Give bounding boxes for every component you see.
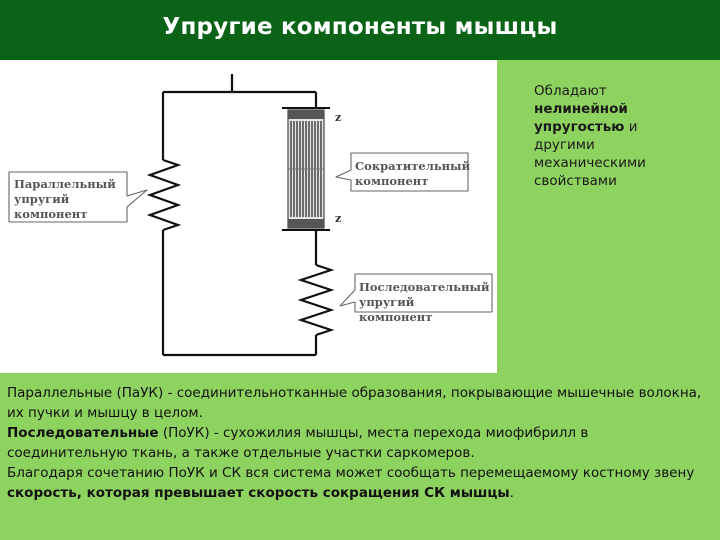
serial-component-label: Последовательный упругий компонент: [359, 280, 490, 324]
serial-callout-box: [339, 273, 493, 313]
parallel-component-label: Параллельный упругий компонент: [14, 177, 116, 221]
parallel-spring: [146, 158, 182, 232]
side-note-line1: Обладают: [534, 83, 607, 99]
paragraph-combined-bold: скорость, которая превышает скорость сок…: [7, 485, 510, 501]
paragraph-parallel-term: Параллельные: [7, 385, 113, 401]
z-line-bottom-label: z: [335, 212, 342, 225]
muscle-model-diagram: z z Параллельный упругий компонент Сокра…: [0, 60, 497, 373]
side-note-bold: нелинейной упругостью: [534, 101, 628, 135]
contractile-callout-box: [335, 152, 469, 192]
contractile-component-label: Сократительный компонент: [355, 159, 471, 188]
serial-spring: [297, 263, 335, 337]
paragraph-serial-text: (ПоУК) - сухожилия мышцы, места перехода…: [7, 425, 589, 461]
parallel-callout-box: [8, 171, 148, 223]
slide-header: Упругие компоненты мышцы: [0, 0, 720, 60]
paragraph-serial: Последовательные (ПоУК) - сухожилия мышц…: [7, 423, 712, 463]
paragraph-serial-term: Последовательные: [7, 425, 159, 441]
side-note-rest: и другими механическими свойствами: [534, 119, 646, 189]
side-note: Обладают нелинейной упругостью и другими…: [534, 82, 694, 190]
paragraph-combined-text: Благодаря сочетанию ПоУК и СК вся систем…: [7, 465, 695, 481]
body-text: Параллельные (ПаУК) - соединительнотканн…: [7, 383, 712, 503]
paragraph-combined: Благодаря сочетанию ПоУК и СК вся систем…: [7, 463, 712, 503]
paragraph-combined-end: .: [509, 485, 514, 501]
muscle-model-drawing: [8, 74, 493, 357]
paragraph-parallel-text: (ПаУК) - соединительнотканные образовани…: [7, 385, 702, 421]
z-line-top-label: z: [335, 111, 342, 124]
contractile-component: [282, 107, 330, 231]
paragraph-parallel: Параллельные (ПаУК) - соединительнотканн…: [7, 383, 712, 423]
slide-title: Упругие компоненты мышцы: [162, 14, 558, 40]
